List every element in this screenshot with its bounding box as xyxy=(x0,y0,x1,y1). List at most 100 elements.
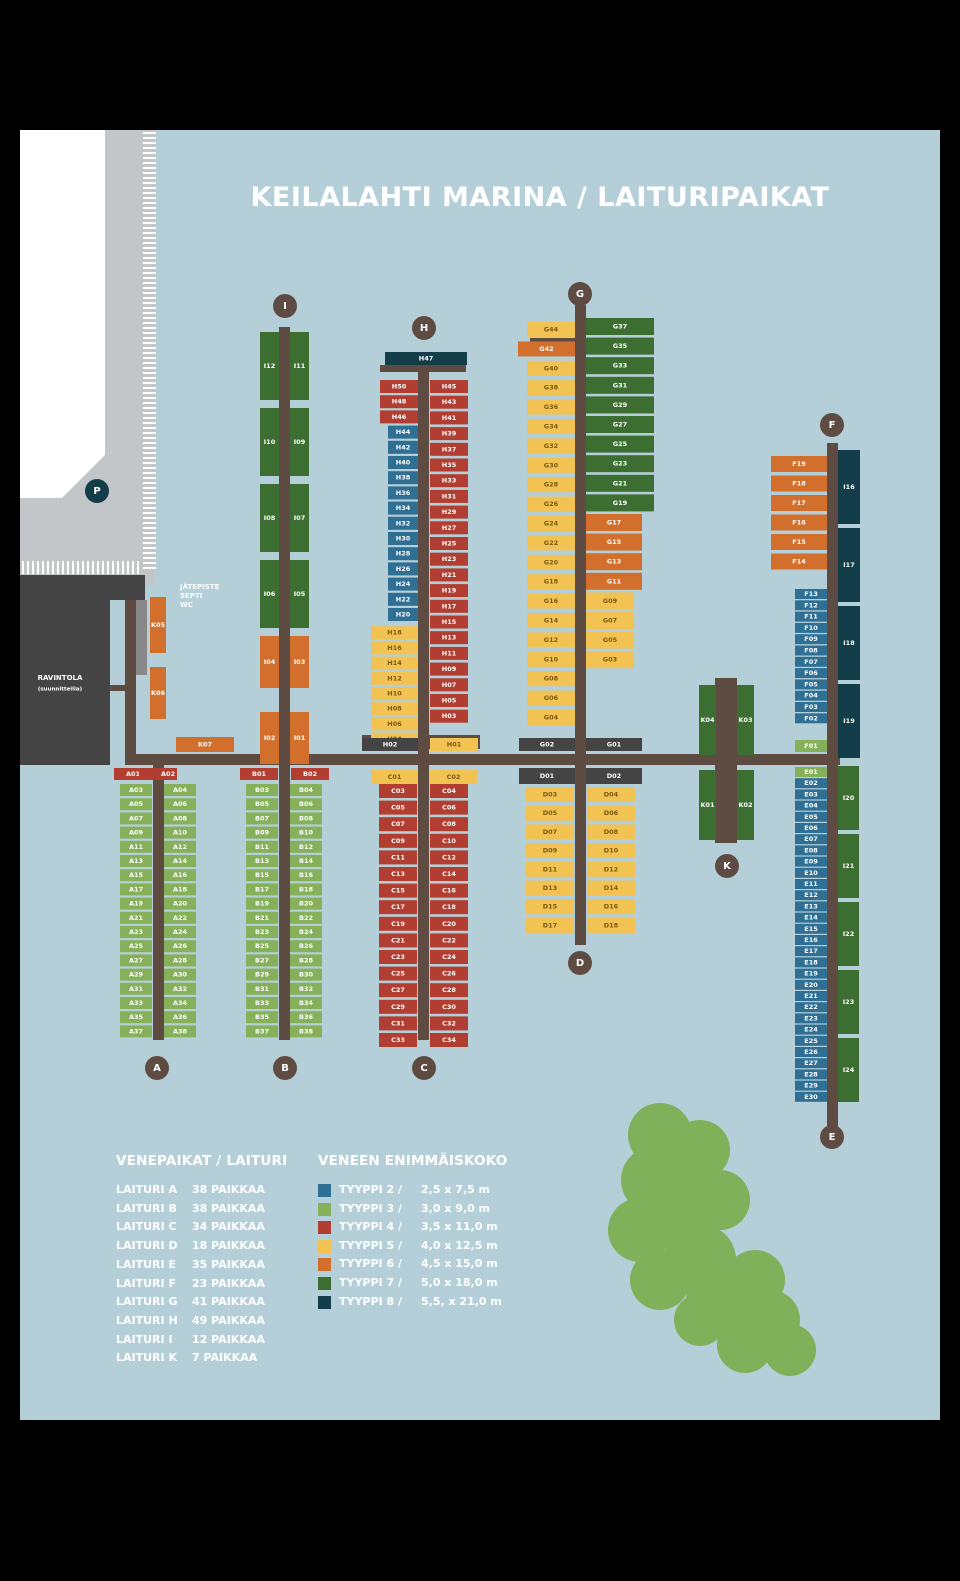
berth-slot[interactable] xyxy=(290,712,309,764)
berth-slot[interactable] xyxy=(587,880,635,896)
berth-slot[interactable] xyxy=(771,553,827,570)
berth-slot[interactable] xyxy=(527,322,575,337)
berth-slot[interactable] xyxy=(586,651,634,669)
berth-slot[interactable] xyxy=(430,867,468,881)
berth-slot[interactable] xyxy=(246,869,278,882)
berth-slot[interactable] xyxy=(795,1002,827,1013)
berth-slot[interactable] xyxy=(120,911,152,924)
berth-slot[interactable] xyxy=(795,634,827,645)
berth-slot[interactable] xyxy=(246,840,278,853)
berth-slot[interactable] xyxy=(164,1011,196,1024)
berth-slot[interactable] xyxy=(430,521,468,535)
berth-slot[interactable] xyxy=(430,817,468,832)
berth-slot[interactable] xyxy=(795,713,827,724)
berth-slot[interactable] xyxy=(795,957,827,968)
berth-slot[interactable] xyxy=(379,800,417,815)
berth-slot[interactable] xyxy=(771,514,827,531)
berth-slot[interactable] xyxy=(246,940,278,953)
berth-slot[interactable] xyxy=(838,834,859,898)
berth-slot[interactable] xyxy=(527,419,575,434)
berth-slot[interactable] xyxy=(795,600,827,611)
berth-slot[interactable] xyxy=(586,474,654,492)
berth-slot[interactable] xyxy=(379,1016,417,1031)
berth-slot[interactable] xyxy=(120,997,152,1009)
berth-slot[interactable] xyxy=(519,768,575,784)
berth-slot[interactable] xyxy=(795,702,827,712)
berth-slot[interactable] xyxy=(771,475,827,492)
berth-slot[interactable] xyxy=(260,636,279,688)
berth-slot[interactable] xyxy=(430,883,468,898)
berth-slot[interactable] xyxy=(176,737,234,752)
berth-slot[interactable] xyxy=(526,861,574,877)
berth-slot[interactable] xyxy=(795,856,827,867)
berth-slot[interactable] xyxy=(795,1035,827,1046)
berth-slot[interactable] xyxy=(795,912,827,923)
berth-slot[interactable] xyxy=(430,678,468,692)
berth-slot[interactable] xyxy=(795,923,827,934)
berth-slot[interactable] xyxy=(120,826,152,839)
berth-slot[interactable] xyxy=(164,954,196,967)
berth-slot[interactable] xyxy=(430,411,468,425)
berth-slot[interactable] xyxy=(795,979,827,990)
berth-slot[interactable] xyxy=(260,408,279,476)
berth-slot[interactable] xyxy=(527,438,575,454)
berth-slot[interactable] xyxy=(771,534,827,550)
berth-slot[interactable] xyxy=(586,612,634,629)
berth-slot[interactable] xyxy=(260,484,279,552)
berth-slot[interactable] xyxy=(795,1058,827,1069)
berth-slot[interactable] xyxy=(120,897,152,910)
berth-slot[interactable] xyxy=(795,778,827,789)
berth-slot[interactable] xyxy=(430,933,468,948)
berth-slot[interactable] xyxy=(150,667,166,719)
berth-slot[interactable] xyxy=(430,833,468,848)
berth-slot[interactable] xyxy=(795,1047,827,1057)
berth-slot[interactable] xyxy=(586,455,654,473)
berth-slot[interactable] xyxy=(246,883,278,896)
berth-slot[interactable] xyxy=(388,486,418,500)
berth-slot[interactable] xyxy=(430,983,468,998)
berth-slot[interactable] xyxy=(586,738,642,751)
berth-slot[interactable] xyxy=(246,911,278,924)
berth-slot[interactable] xyxy=(164,926,196,938)
berth-slot[interactable] xyxy=(795,1024,827,1035)
berth-slot[interactable] xyxy=(388,608,418,621)
berth-slot[interactable] xyxy=(527,613,575,628)
berth-slot[interactable] xyxy=(388,471,418,485)
berth-slot[interactable] xyxy=(430,427,468,441)
berth-slot[interactable] xyxy=(838,684,860,758)
berth-slot[interactable] xyxy=(246,926,278,938)
berth-slot[interactable] xyxy=(527,710,575,725)
berth-slot[interactable] xyxy=(527,574,575,590)
berth-slot[interactable] xyxy=(164,982,196,995)
berth-slot[interactable] xyxy=(362,738,418,751)
berth-slot[interactable] xyxy=(379,900,417,915)
berth-slot[interactable] xyxy=(795,901,827,912)
berth-slot[interactable] xyxy=(290,855,322,867)
berth-slot[interactable] xyxy=(150,597,166,653)
berth-slot[interactable] xyxy=(380,380,418,393)
berth-slot[interactable] xyxy=(379,883,417,898)
berth-slot[interactable] xyxy=(430,900,468,915)
berth-slot[interactable] xyxy=(430,784,468,798)
berth-slot[interactable] xyxy=(527,360,575,376)
berth-slot[interactable] xyxy=(795,800,827,811)
berth-slot[interactable] xyxy=(379,983,417,998)
berth-slot[interactable] xyxy=(527,380,575,396)
berth-slot[interactable] xyxy=(430,599,468,613)
berth-slot[interactable] xyxy=(795,845,827,856)
berth-slot[interactable] xyxy=(586,318,654,335)
berth-slot[interactable] xyxy=(586,416,654,433)
berth-slot[interactable] xyxy=(795,890,827,901)
berth-slot[interactable] xyxy=(430,474,468,488)
berth-slot[interactable] xyxy=(246,826,278,839)
berth-slot[interactable] xyxy=(586,572,642,590)
berth-slot[interactable] xyxy=(795,968,827,979)
berth-slot[interactable] xyxy=(586,357,654,375)
berth-slot[interactable] xyxy=(430,646,468,660)
berth-slot[interactable] xyxy=(795,622,827,633)
berth-slot[interactable] xyxy=(527,457,575,473)
berth-slot[interactable] xyxy=(120,926,152,938)
berth-slot[interactable] xyxy=(838,902,859,966)
berth-slot[interactable] xyxy=(430,537,468,550)
berth-slot[interactable] xyxy=(527,535,575,551)
